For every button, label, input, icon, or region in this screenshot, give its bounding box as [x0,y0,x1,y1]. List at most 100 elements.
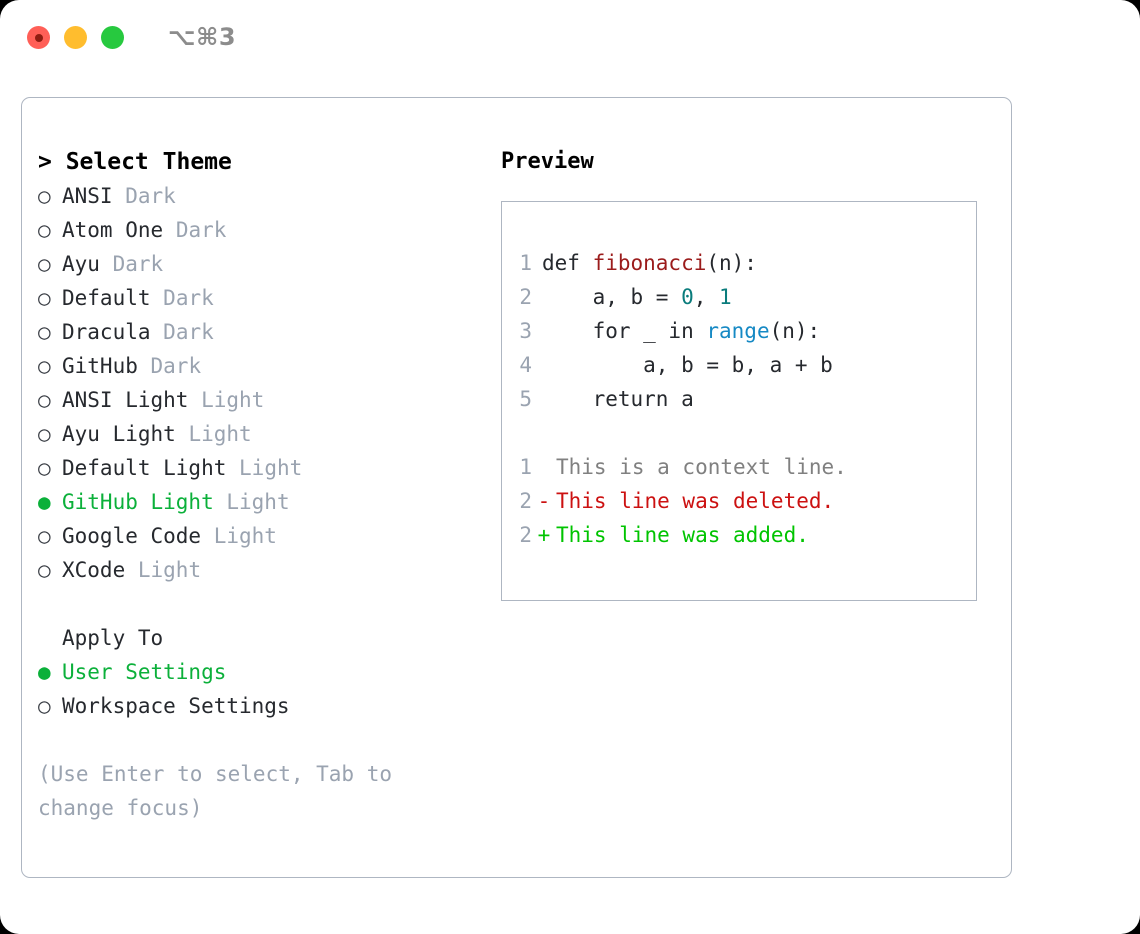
keyboard-shortcut-label: ⌥⌘3 [168,23,237,51]
code-line-number: 1 [519,251,532,275]
theme-option-name: ANSI [62,184,113,208]
radio-unselected-icon: ○ [38,184,51,208]
spacer [201,524,214,548]
code-token-num: 1 [719,285,732,309]
diff-text: This line was added. [556,523,809,547]
theme-option-tag: Light [226,490,290,514]
theme-option[interactable]: ○Ayu Dark [38,247,498,281]
radio-unselected-icon: ○ [38,286,51,310]
code-token-num: 0 [681,285,694,309]
spacer [226,456,239,480]
spacer [125,558,138,582]
list-spacer [38,587,498,621]
theme-option-name: GitHub [62,354,138,378]
code-line-number: 3 [519,319,532,343]
spacer [176,422,189,446]
diff-line-number: 2 [519,523,532,547]
gutter-pad [532,348,542,382]
diff-line: 2+This line was added. [502,518,976,552]
theme-option[interactable]: ○Ayu Light Light [38,417,498,451]
theme-option[interactable]: ○XCode Light [38,553,498,587]
code-token-plain: a, b = [542,285,682,309]
theme-option-tag: Light [137,558,202,582]
radio-unselected-icon: ○ [38,218,51,242]
radio-unselected-icon: ○ [38,456,51,480]
theme-option[interactable]: ○Dracula Dark [38,315,498,349]
spacer [113,184,126,208]
preview-gap [502,416,976,450]
spacer [138,354,151,378]
theme-option[interactable]: ○GitHub Dark [38,349,498,383]
gutter-pad [532,314,542,348]
theme-option-name: Google Code [62,524,202,548]
code-line-number: 2 [519,285,532,309]
theme-option[interactable]: ○ Google Code Light [38,519,498,553]
spacer [151,320,164,344]
radio-unselected-icon: ○ [38,524,51,548]
gutter-pad [532,246,542,280]
code-line: 3 for _ in range(n): [502,314,976,348]
theme-option-name: ANSI Light [62,388,189,412]
spacer [188,388,201,412]
code-line: 5 return a [502,382,976,416]
keyboard-hint: (Use Enter to select, Tab to change focu… [38,762,393,820]
radio-unselected-icon: ○ [38,694,51,718]
code-line-number: 4 [519,353,532,377]
code-token-plain: , [693,285,720,309]
code-line: 1 def fibonacci(n): [502,246,976,280]
diff-marker: + [537,523,551,547]
theme-option[interactable]: ○Default Dark [38,281,498,315]
code-token-plain: (n): [706,251,757,275]
apply-to-option-name: Workspace Settings [62,694,290,718]
preview-pane: Preview 1 def fibonacci(n):2 a, b = 0, 1… [501,145,1001,601]
spacer [100,252,113,276]
diff-line: 1 This is a context line. [502,450,976,484]
spacer [214,490,227,514]
apply-to-label-text: Apply To [62,626,164,650]
diff-text: This is a context line. [556,455,847,479]
code-token-plain: (n): [769,319,821,343]
code-line: 2 a, b = 0, 1 [502,280,976,314]
theme-option[interactable]: ○ Atom One Dark [38,213,498,247]
radio-unselected-icon: ○ [38,388,51,412]
radio-unselected-icon: ○ [38,422,51,446]
minimize-button[interactable] [64,26,87,49]
code-token-plain: for _ in [542,319,707,343]
theme-option[interactable]: ○ANSI Light Light [38,383,498,417]
diff-line-number: 2 [519,489,532,513]
theme-option-name: Dracula [62,320,151,344]
gutter-pad [532,280,542,314]
theme-option-name: Atom One [62,218,164,242]
code-token-call: range [706,319,770,343]
panel-columns: > Select Theme ○ANSI Dark○Atom One Dark○… [22,98,1011,877]
radio-unselected-icon: ○ [38,558,51,582]
theme-option-name: Default [62,286,151,310]
theme-option[interactable]: ●GitHub Light Light [38,485,498,519]
theme-option-name: Ayu [62,252,100,276]
theme-option-tag: Dark [175,218,227,242]
theme-picker: > Select Theme ○ANSI Dark○Atom One Dark○… [38,145,498,825]
diff-marker: - [537,489,551,513]
spacer [151,286,164,310]
theme-option[interactable]: ○Default Light Light [38,451,498,485]
apply-to-option[interactable]: ● User Settings [38,655,498,689]
apply-to-option-name: User Settings [62,660,227,684]
radio-selected-icon: ● [38,660,51,684]
code-token-plain: return a [542,387,694,411]
theme-option-tag: Light [213,524,277,548]
diff-sample: 1 This is a context line. 2-This line was… [502,450,976,552]
diff-marker [532,450,556,484]
apply-to-option[interactable]: ○ Workspace Settings [38,689,498,723]
maximize-button[interactable] [101,26,124,49]
apply-to-label: ○Apply To [38,621,498,655]
theme-option-tag: Dark [150,354,202,378]
code-token-fn: fibonacci [592,251,707,275]
close-button[interactable] [27,26,50,49]
theme-option[interactable]: ○ANSI Dark [38,179,498,213]
code-token-plain: a, b = b, a + b [542,353,833,377]
theme-option-tag: Dark [112,252,164,276]
theme-option-name: Default Light [62,456,227,480]
radio-unselected-icon: ○ [38,320,51,344]
code-line-number: 5 [519,387,532,411]
